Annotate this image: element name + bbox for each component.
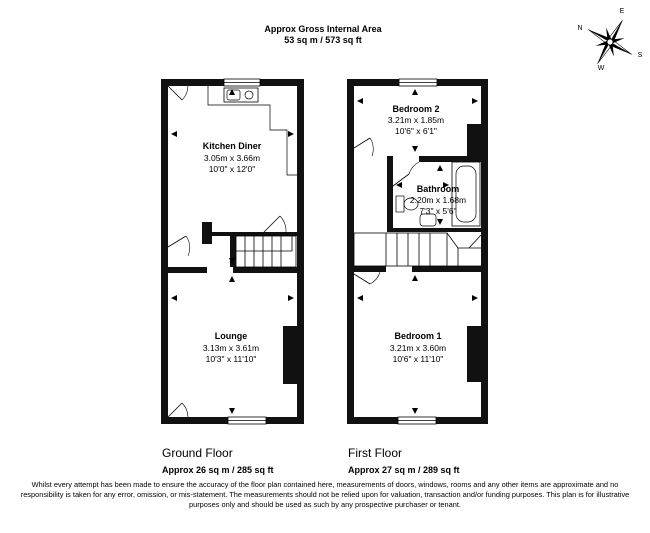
- ground-floor-title: Ground Floor: [162, 446, 233, 460]
- compass-rose-icon: [588, 20, 632, 64]
- room-name-bedroom-1: Bedroom 1: [394, 331, 441, 341]
- room-imperial-bedroom-1: 10'6" x 11'10": [393, 354, 444, 364]
- room-metric-bedroom-2: 3.21m x 1.85m: [388, 115, 444, 125]
- room-imperial-kitchen-diner: 10'0" x 12'0": [209, 164, 256, 174]
- room-metric-bathroom: 2.20m x 1.68m: [410, 195, 466, 205]
- room-name-kitchen-diner: Kitchen Diner: [203, 141, 262, 151]
- room-metric-bedroom-1: 3.21m x 3.60m: [390, 343, 446, 353]
- ground-floor-plan: [161, 78, 304, 425]
- room-name-lounge: Lounge: [215, 331, 248, 341]
- first-floor-plan: [347, 78, 488, 425]
- compass-w: W: [598, 65, 605, 72]
- disclaimer-text: Whilst every attempt has been made to en…: [20, 480, 630, 509]
- room-name-bathroom: Bathroom: [417, 184, 460, 194]
- compass-n: N: [577, 25, 582, 32]
- room-metric-lounge: 3.13m x 3.61m: [203, 343, 259, 353]
- ground-floor-area: Approx 26 sq m / 285 sq ft: [162, 465, 274, 475]
- header-title: Approx Gross Internal Area: [264, 24, 382, 34]
- room-imperial-bathroom: 7'3" x 5'6": [419, 206, 456, 216]
- room-name-bedroom-2: Bedroom 2: [392, 104, 439, 114]
- room-imperial-bedroom-2: 10'6" x 6'1": [395, 126, 437, 136]
- ground-floor-dimension-arrows: [171, 89, 294, 414]
- compass-e: E: [620, 8, 625, 15]
- first-floor-title: First Floor: [348, 446, 402, 460]
- first-floor-area: Approx 27 sq m / 289 sq ft: [348, 465, 460, 475]
- header-total-area: 53 sq m / 573 sq ft: [284, 35, 362, 45]
- compass-s: S: [638, 52, 643, 59]
- room-imperial-lounge: 10'3" x 11'10": [206, 354, 257, 364]
- room-metric-kitchen-diner: 3.05m x 3.66m: [204, 153, 260, 163]
- first-floor-dimension-arrows: [357, 89, 478, 414]
